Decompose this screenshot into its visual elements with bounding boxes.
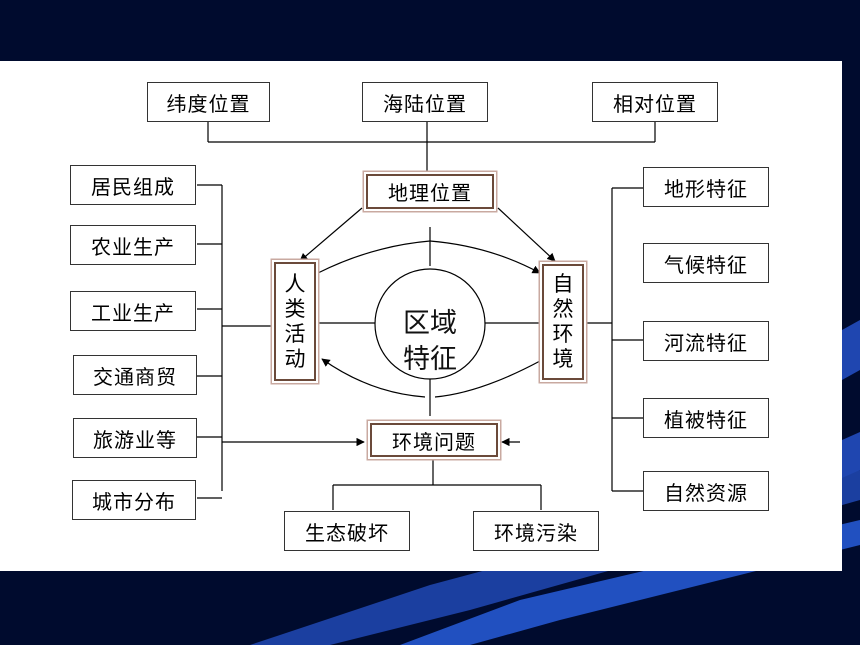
ecological-damage-box: 生态破坏	[284, 511, 410, 551]
natural-environment-char: 环	[552, 322, 574, 346]
left-box-industry: 工业生产	[70, 291, 196, 331]
relative-position-box: 相对位置	[592, 82, 718, 122]
left-box-residents: 居民组成	[70, 165, 196, 205]
human-activity-box: 人 类 活 动	[274, 262, 316, 381]
core-line: 区域	[403, 308, 457, 339]
land-sea-position-box: 海陆位置	[362, 82, 488, 122]
diagram-panel: 纬度位置 海陆位置 相对位置 地理位置 人 类 活 动 自 然 环 境 区域 特…	[0, 61, 842, 571]
human-activity-char: 活	[284, 321, 306, 346]
human-activity-char: 动	[284, 346, 306, 371]
latitude-position-box: 纬度位置	[147, 82, 270, 122]
natural-environment-box: 自 然 环 境	[542, 264, 584, 380]
natural-environment-char: 境	[552, 347, 574, 371]
core-line: 特征	[403, 344, 457, 375]
right-box-natural-resources: 自然资源	[643, 471, 769, 511]
left-box-transport-trade: 交通商贸	[73, 355, 197, 395]
regional-features-core: 区域 特征	[375, 287, 485, 397]
right-box-vegetation: 植被特征	[643, 398, 769, 438]
right-box-river: 河流特征	[643, 321, 769, 361]
environmental-problems-box: 环境问题	[370, 423, 498, 457]
natural-environment-char: 然	[552, 297, 574, 321]
environmental-pollution-box: 环境污染	[473, 511, 599, 551]
right-box-climate: 气候特征	[643, 243, 769, 283]
human-activity-char: 类	[284, 296, 306, 321]
left-box-city-distribution: 城市分布	[72, 480, 196, 520]
connector-lines	[197, 121, 656, 510]
natural-environment-char: 自	[552, 272, 574, 296]
left-box-agriculture: 农业生产	[70, 225, 196, 265]
human-activity-char: 人	[284, 271, 306, 296]
geographic-position-box: 地理位置	[366, 174, 494, 209]
left-box-tourism: 旅游业等	[73, 418, 197, 458]
right-box-terrain: 地形特征	[643, 167, 769, 207]
